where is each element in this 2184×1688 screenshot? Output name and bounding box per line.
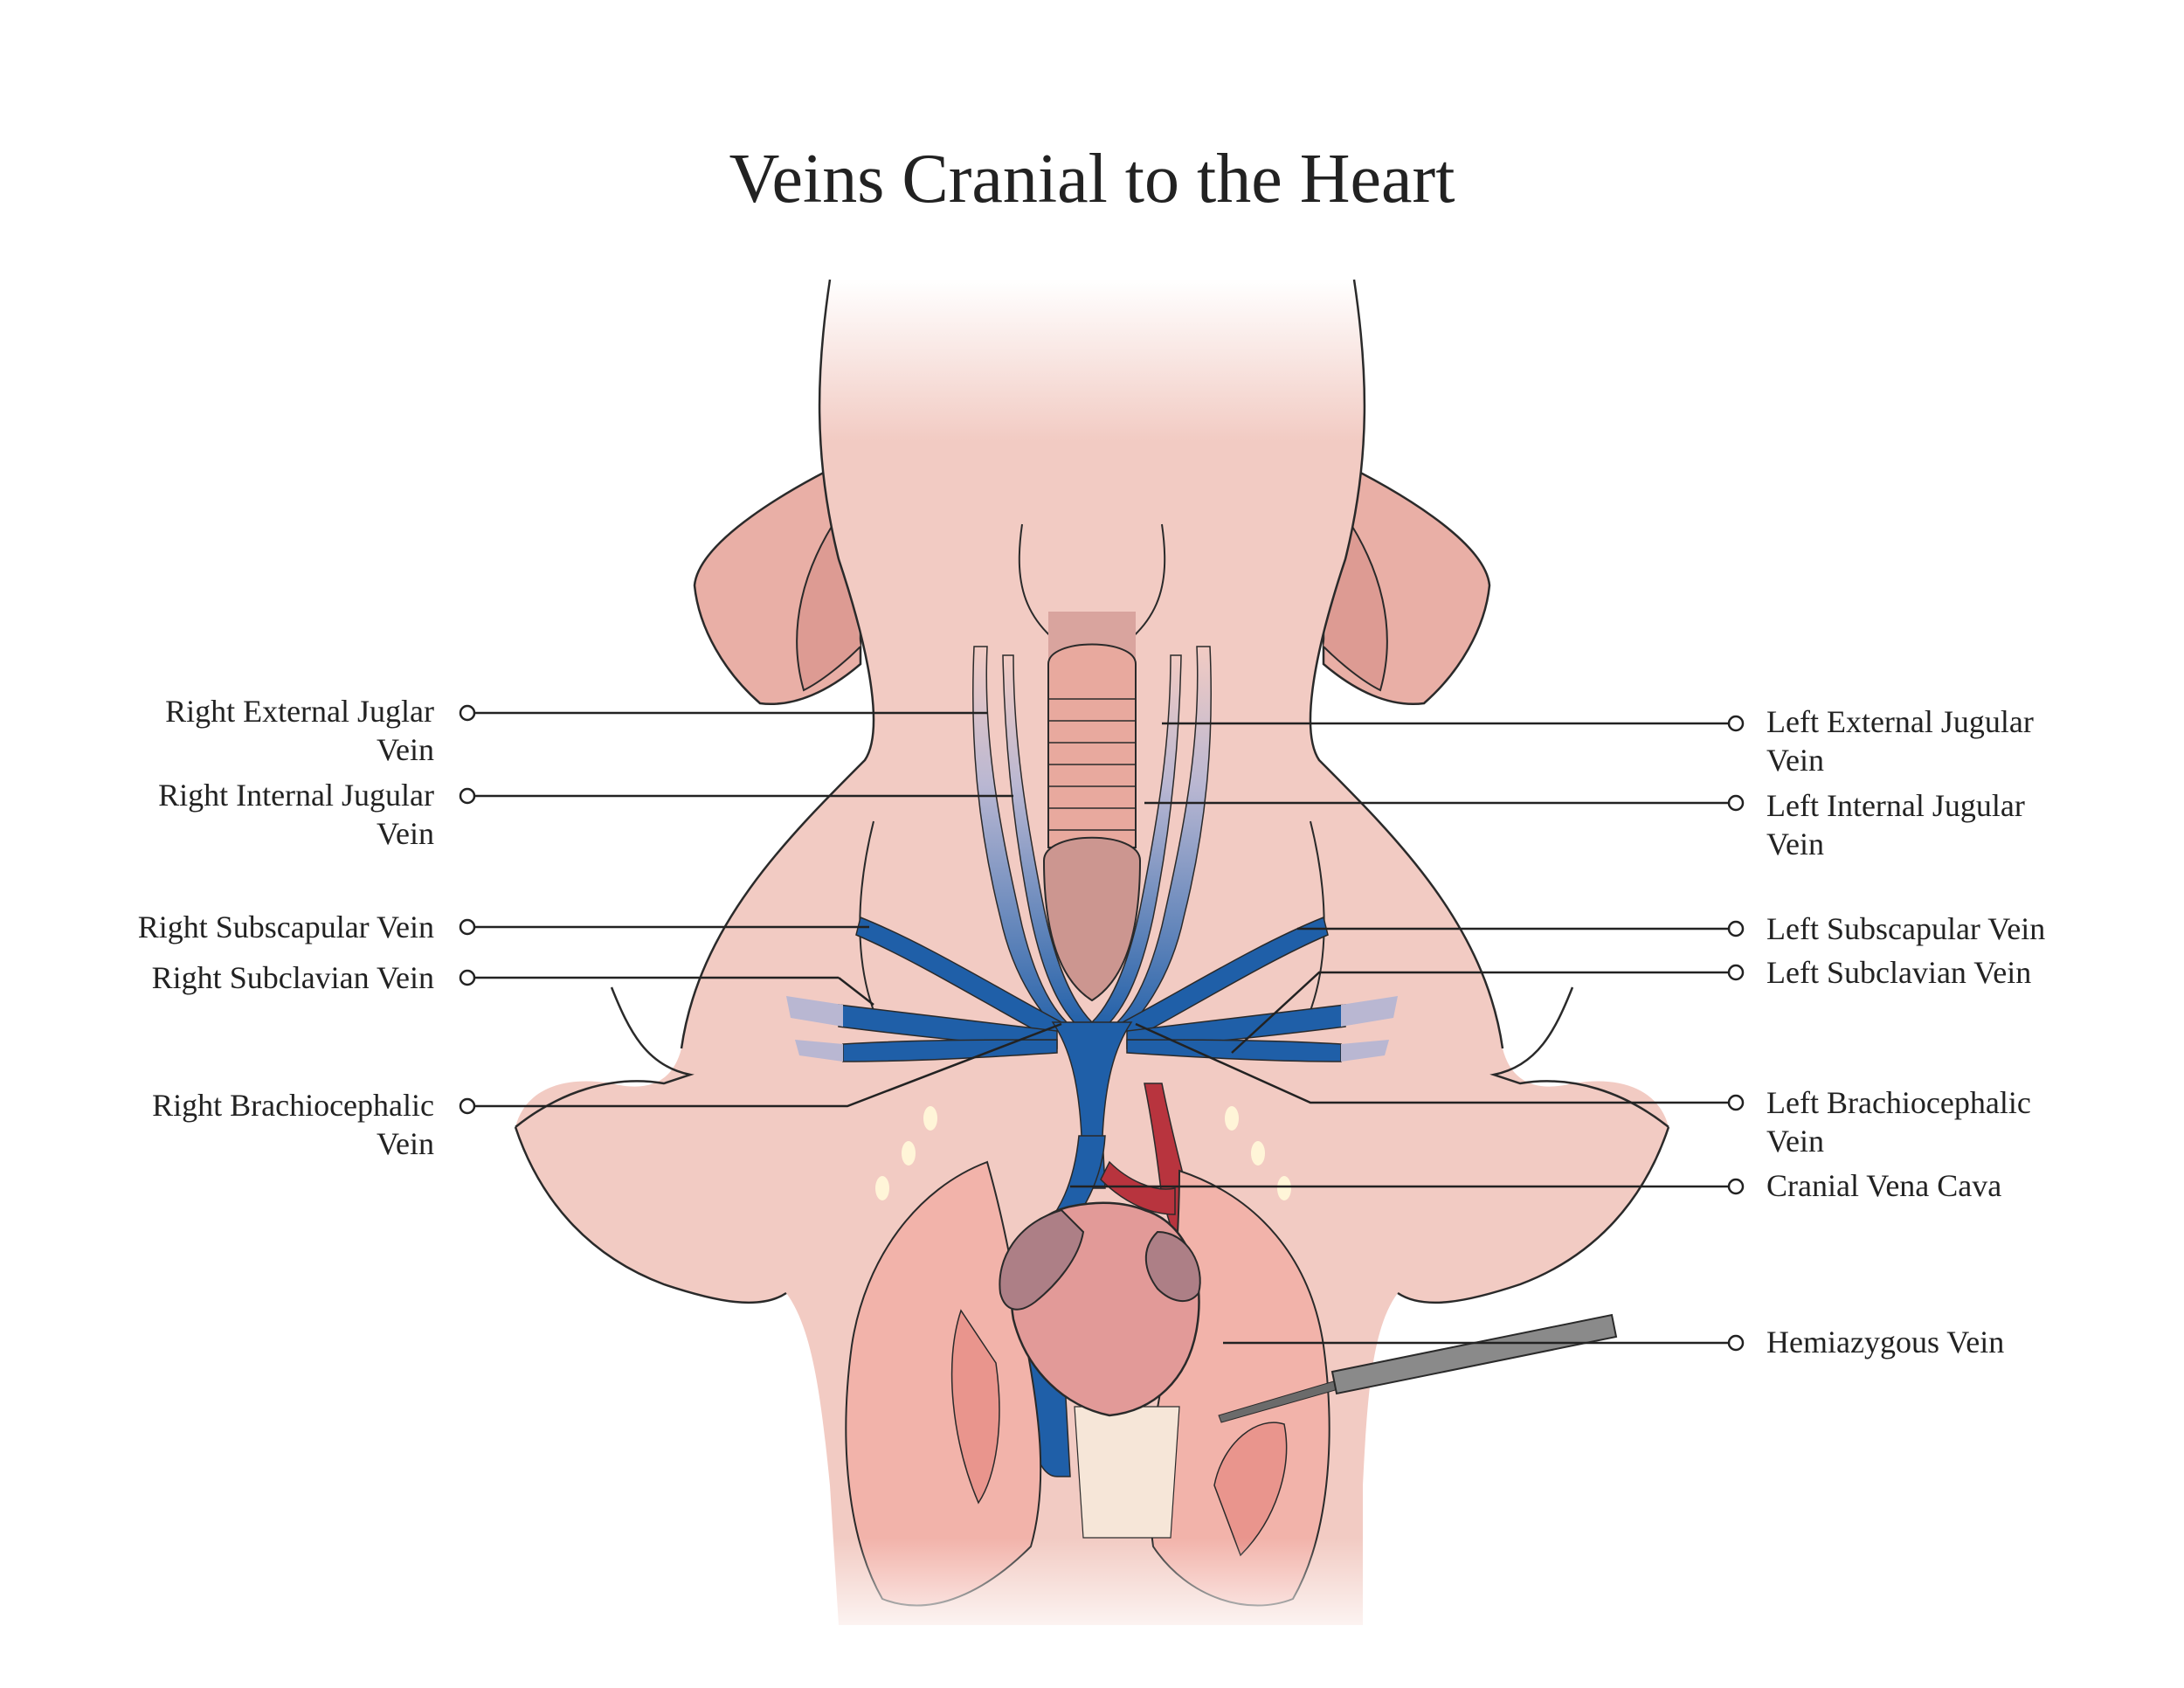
label-right-internal-jugular-vein: Right Internal Jugular Vein (158, 778, 434, 851)
label-right-external-jugular-vein: Right External Juglar Vein (165, 694, 434, 767)
mediastinum (1074, 1406, 1180, 1539)
left-forelimb (1489, 986, 1669, 1128)
label-right-subclavian-vein: Right Subclavian Vein (151, 960, 434, 995)
diagram-title: Veins Cranial to the Heart (729, 141, 1455, 218)
leader-lines-left (459, 704, 1062, 1115)
label-right-brachiocephalic-vein: Right Brachiocephalic Vein (152, 1088, 434, 1161)
jugular-veins (972, 646, 1212, 1045)
leader-lines-right (1070, 715, 1745, 1352)
label-left-brachiocephalic-vein: Left Brachiocephalic Vein (1766, 1085, 2031, 1159)
label-right-subscapular-vein: Right Subscapular Vein (137, 910, 434, 944)
probe-instrument (1218, 1313, 1618, 1423)
label-hemiazygous-vein: Hemiazygous Vein (1766, 1325, 2005, 1359)
right-lung (845, 1160, 1042, 1607)
label-left-subscapular-vein: Left Subscapular Vein (1766, 911, 2046, 946)
trachea (1042, 612, 1142, 1002)
fat-marks (875, 1106, 1291, 1200)
label-left-subclavian-vein: Left Subclavian Vein (1766, 955, 2032, 990)
right-forelimb (515, 986, 695, 1128)
heart (999, 1201, 1201, 1417)
label-left-internal-jugular-vein: Left Internal Jugular Vein (1766, 788, 2025, 861)
label-cranial-vena-cava: Cranial Vena Cava (1766, 1168, 2002, 1203)
label-left-external-jugular-vein: Left External Jugular Vein (1766, 704, 2034, 778)
subclavian-fade (786, 996, 1398, 1062)
